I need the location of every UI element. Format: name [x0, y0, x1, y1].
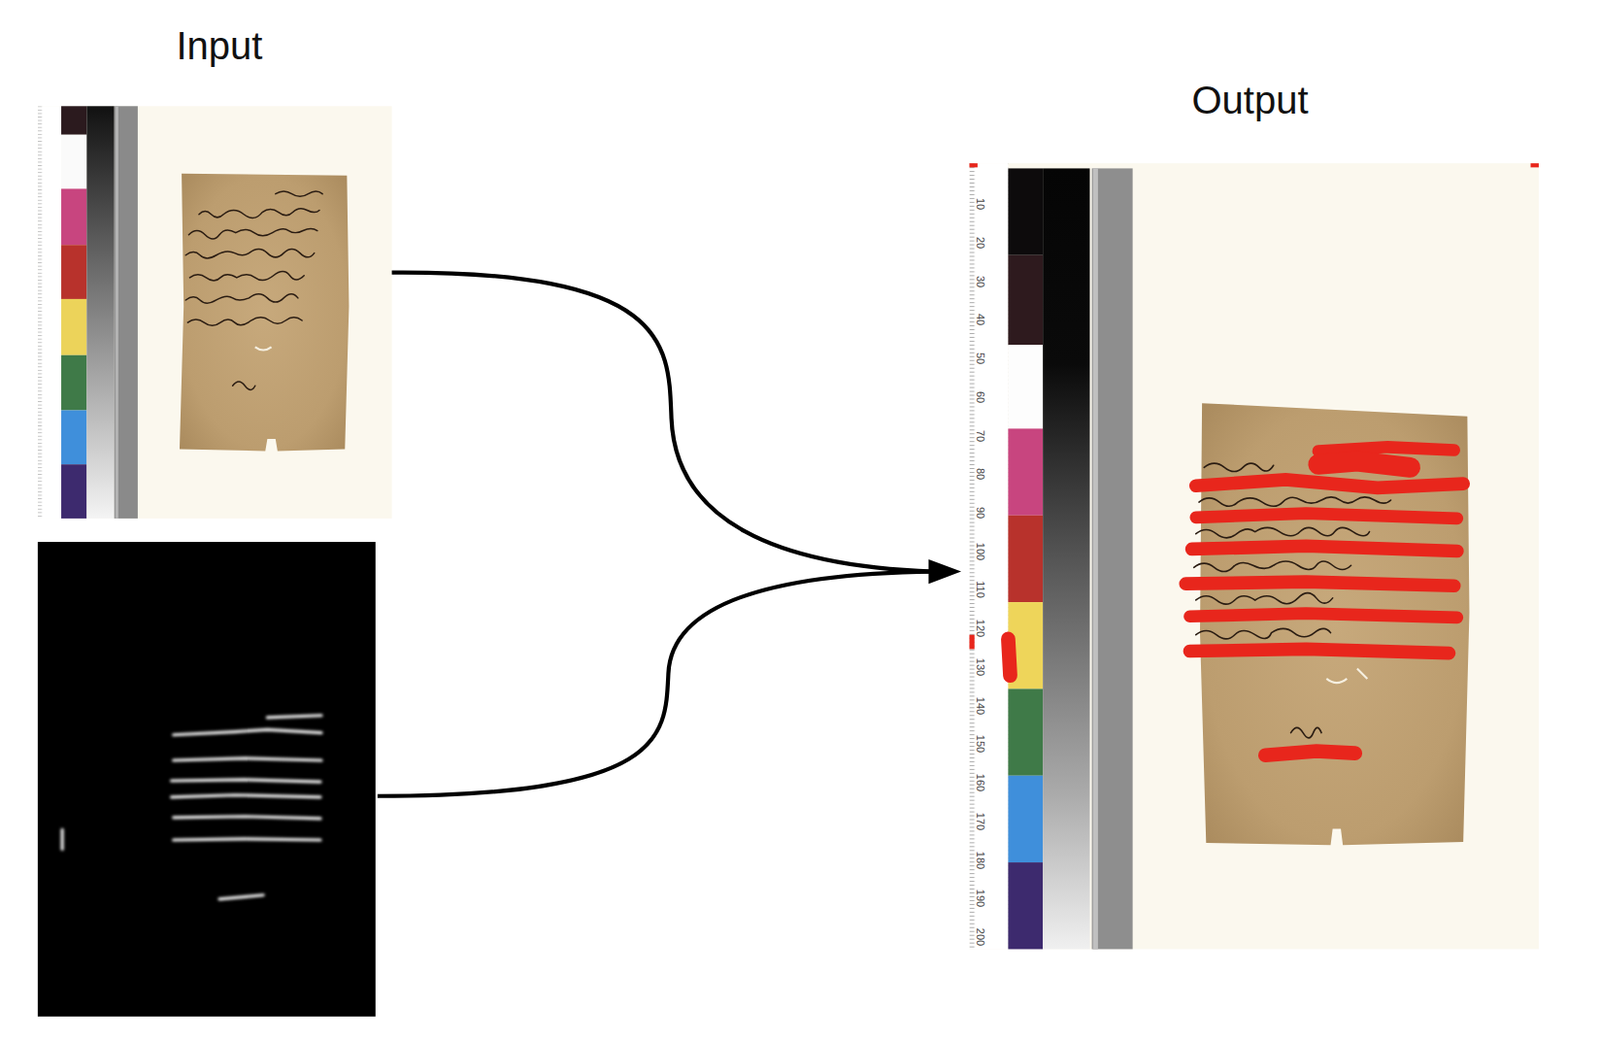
- ruler-number: 190: [973, 889, 985, 907]
- ruler-number: 80: [973, 467, 985, 480]
- ruler-number: 180: [973, 850, 985, 868]
- ruler-number: 170: [973, 812, 985, 831]
- mask-image: [37, 541, 376, 1017]
- panel-title: Output: [1191, 80, 1308, 120]
- ruler-number: 70: [973, 429, 985, 441]
- panel-title: Input: [175, 26, 263, 66]
- ruler-number: 150: [973, 734, 985, 753]
- output-photo: [968, 163, 1538, 949]
- ruler-number: 90: [973, 506, 985, 519]
- ruler-number: 60: [973, 391, 985, 403]
- ruler-number: 20: [973, 236, 985, 249]
- ruler-number: 120: [973, 619, 985, 637]
- ruler-number: 200: [973, 928, 985, 946]
- ruler-number: 100: [973, 542, 985, 561]
- ruler-number: 30: [973, 275, 985, 288]
- ruler-number: 140: [973, 696, 985, 714]
- input-photo: [37, 105, 393, 519]
- ruler-number: 130: [973, 658, 985, 676]
- ruler-number: 50: [973, 352, 985, 365]
- arrow: [377, 272, 962, 797]
- ruler-number: 110: [973, 581, 985, 600]
- ruler-number: 10: [973, 198, 985, 210]
- ruler-number: 160: [973, 773, 985, 792]
- ruler-number: 40: [973, 313, 985, 326]
